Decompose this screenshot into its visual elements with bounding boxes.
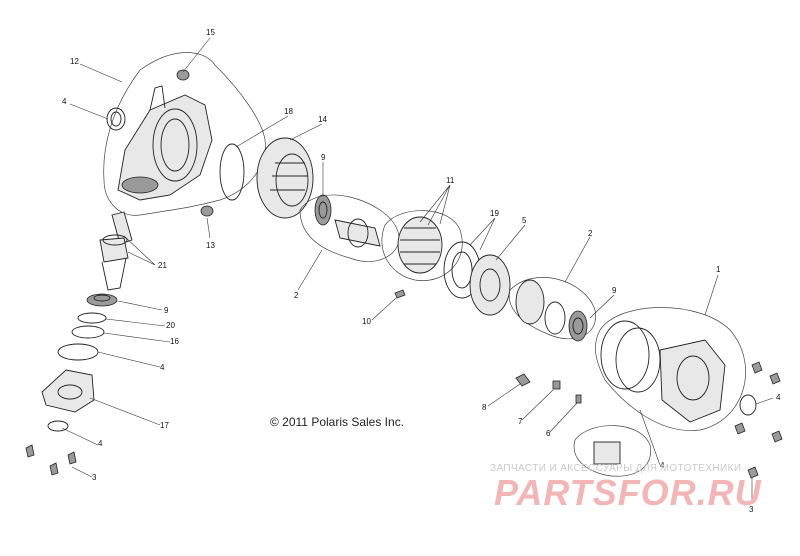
oring-part-16 [71,325,105,339]
callout-5: 5 [522,216,527,225]
callout-8: 8 [482,403,487,412]
callout-6: 6 [546,429,551,438]
callout-9: 9 [612,286,617,295]
callout-4: 4 [160,363,165,372]
callout-19: 19 [490,209,499,218]
ring-gear-part-14 [256,137,314,219]
callout-20: 20 [166,321,175,330]
callout-9: 9 [321,153,326,162]
callout-14: 14 [318,115,327,124]
small-parts-8-7-6 [515,373,582,404]
callout-21: 21 [158,261,167,270]
bolts-part-3-right [734,361,783,479]
seal-part-4-right [739,394,757,416]
callout-10: 10 [362,317,371,326]
callout-18: 18 [284,107,293,116]
bolts-part-3-left [25,444,77,476]
callout-17: 17 [160,421,169,430]
callout-1: 1 [716,265,721,274]
callout-9: 9 [164,306,169,315]
watermark-tagline: ЗАПЧАСТИ И АКСЕССУАРЫ ДЛЯ МОТОТЕХНИКИ [490,463,742,474]
callout-15: 15 [206,28,215,37]
callout-labels: 15 12 4 18 14 9 11 13 21 19 5 2 2 1 9 9 … [62,28,781,514]
copyright-notice: © 2011 Polaris Sales Inc. [270,415,405,429]
roll-cage-part-11 [381,210,463,281]
callout-11: 11 [446,176,455,185]
cover-part-17 [41,369,95,413]
callout-3: 3 [749,505,754,514]
plug-part-13 [200,205,214,217]
bearing-part-9-upper [314,194,332,226]
callout-4: 4 [776,393,781,402]
leader-lines [61,37,774,502]
bearing-part-9-lower [86,293,118,307]
callout-4: 4 [62,97,67,106]
seal-part-4-left [106,107,126,131]
callout-3: 3 [92,473,97,482]
callout-7: 7 [518,417,523,426]
callout-13: 13 [206,241,215,250]
cover-part-1 [595,307,746,431]
callout-2: 2 [588,229,593,238]
output-hub-part-2-left [299,194,400,262]
gearcase-housing [103,52,266,216]
cap-part-15 [176,69,190,81]
pinion-shaft-21 [99,211,133,291]
pin-part-10 [394,289,406,299]
output-hub-part-2-right [508,277,596,340]
callout-12: 12 [70,57,79,66]
callout-2: 2 [294,291,299,300]
callout-4: 4 [660,461,665,470]
shim-part-20 [77,312,107,324]
seal-part-4-bottom [47,420,69,432]
oring-part-18 [219,143,245,201]
bearing-part-9-right [568,310,588,342]
watermark-logo: PARTSFOR.RU [494,472,762,513]
coil-part-4-bottom [573,425,651,477]
callout-4: 4 [98,439,103,448]
oring-part-4-lower [57,343,99,361]
callout-16: 16 [170,337,179,346]
plate-part-5 [469,254,511,316]
